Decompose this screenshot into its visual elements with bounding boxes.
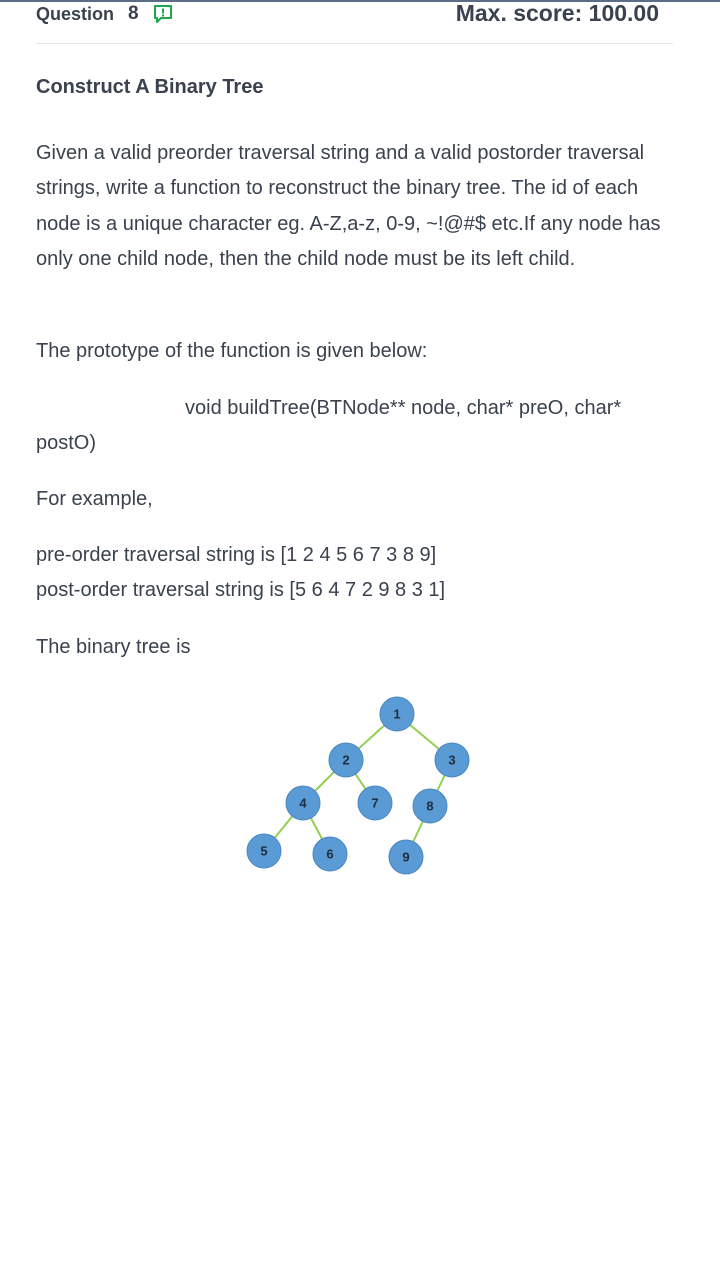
tree-node-label: 1 bbox=[393, 707, 400, 722]
tree-node: 4 bbox=[285, 785, 321, 821]
top-border bbox=[0, 0, 720, 2]
tree-node: 3 bbox=[434, 742, 470, 778]
tree-node-label: 2 bbox=[342, 753, 349, 768]
prototype-intro: The prototype of the function is given b… bbox=[36, 340, 428, 362]
tree-node-label: 4 bbox=[299, 796, 307, 811]
problem-description: Given a valid preorder traversal string … bbox=[36, 142, 661, 271]
tree-node: 6 bbox=[312, 836, 348, 872]
prototype-signature-continued: postO) bbox=[36, 432, 97, 454]
tree-node-label: 7 bbox=[371, 796, 378, 811]
example-intro: For example, bbox=[36, 488, 153, 510]
preorder-string: pre-order traversal string is [1 2 4 5 6… bbox=[36, 544, 437, 566]
tree-node-label: 3 bbox=[448, 753, 455, 768]
tree-node: 5 bbox=[246, 833, 282, 869]
tree-node-label: 9 bbox=[402, 850, 409, 865]
tree-node: 2 bbox=[328, 742, 364, 778]
report-flag-icon[interactable] bbox=[152, 3, 174, 25]
binary-tree-diagram: 1 2 3 4 7 8 5 6 9 bbox=[246, 696, 470, 875]
problem-title: Construct A Binary Tree bbox=[36, 76, 264, 98]
tree-node: 9 bbox=[388, 839, 424, 875]
question-header: Question 8 Max. score: 100.00 bbox=[36, 0, 673, 44]
tree-node-label: 8 bbox=[426, 799, 433, 814]
tree-node: 1 bbox=[379, 696, 415, 732]
tree-node-label: 5 bbox=[260, 844, 267, 859]
postorder-string: post-order traversal string is [5 6 4 7 … bbox=[36, 579, 446, 601]
max-score: Max. score: 100.00 bbox=[455, 0, 659, 26]
tree-node: 7 bbox=[357, 785, 393, 821]
tree-node: 8 bbox=[412, 788, 448, 824]
question-label: Question bbox=[36, 4, 115, 24]
tree-node-label: 6 bbox=[326, 847, 333, 862]
question-number: 8 bbox=[128, 3, 139, 24]
tree-intro: The binary tree is bbox=[36, 636, 191, 658]
prototype-signature: void buildTree(BTNode** node, char* preO… bbox=[185, 397, 622, 419]
